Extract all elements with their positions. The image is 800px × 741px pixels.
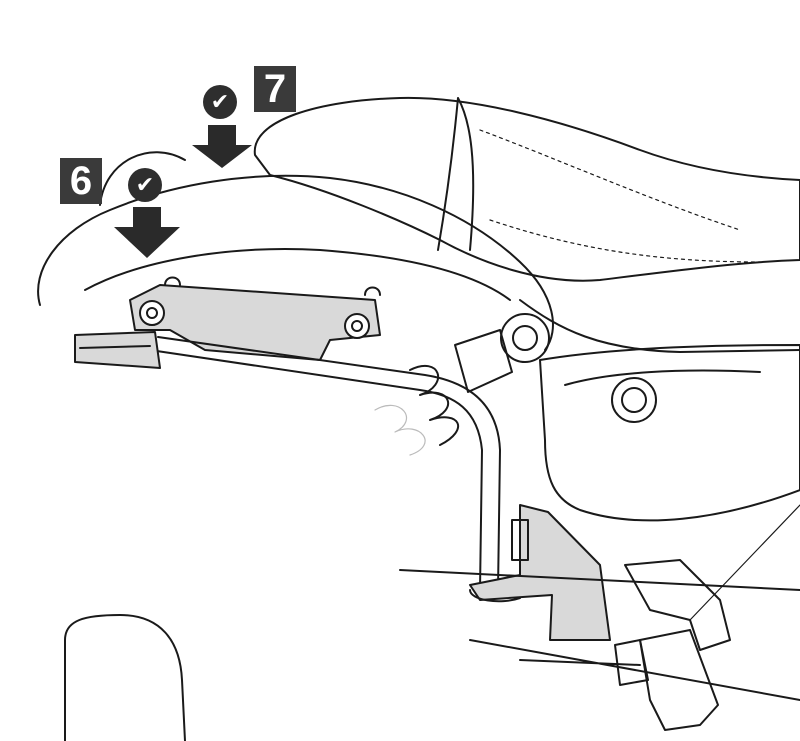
fender-inner-line xyxy=(84,248,511,301)
step-badge-7: 7 xyxy=(254,66,296,112)
shock-absorber xyxy=(454,329,513,393)
seat-stitching xyxy=(479,129,761,263)
rack-end-cap xyxy=(74,331,161,369)
seat xyxy=(253,96,800,282)
bracket-bolt-left xyxy=(139,300,165,326)
tail-light-hump xyxy=(99,151,186,206)
footpeg xyxy=(639,629,719,731)
shock-mount-bolt xyxy=(500,313,550,363)
bracket-bolt-right xyxy=(344,313,370,339)
lower-bracket xyxy=(469,504,611,641)
leader-line xyxy=(689,504,800,621)
frame-rail xyxy=(399,569,800,701)
topcase-corner xyxy=(64,614,186,741)
arrow-step-6 xyxy=(114,207,180,258)
step-badge-6: 6 xyxy=(60,158,102,204)
seat-strap xyxy=(437,97,475,251)
arrow-step-7 xyxy=(192,125,252,168)
rack-tube xyxy=(149,349,483,591)
checkmark-icon: ✔ xyxy=(128,168,162,202)
checkmark-icon: ✔ xyxy=(203,85,237,119)
side-panel xyxy=(539,344,800,522)
frame-bolt xyxy=(611,377,657,423)
shock-spring xyxy=(409,364,460,446)
side-panel-inner xyxy=(564,369,761,386)
mounting-bracket xyxy=(129,284,381,361)
footpeg-mount xyxy=(624,559,731,651)
subframe xyxy=(519,299,800,353)
rear-fender xyxy=(37,174,554,351)
